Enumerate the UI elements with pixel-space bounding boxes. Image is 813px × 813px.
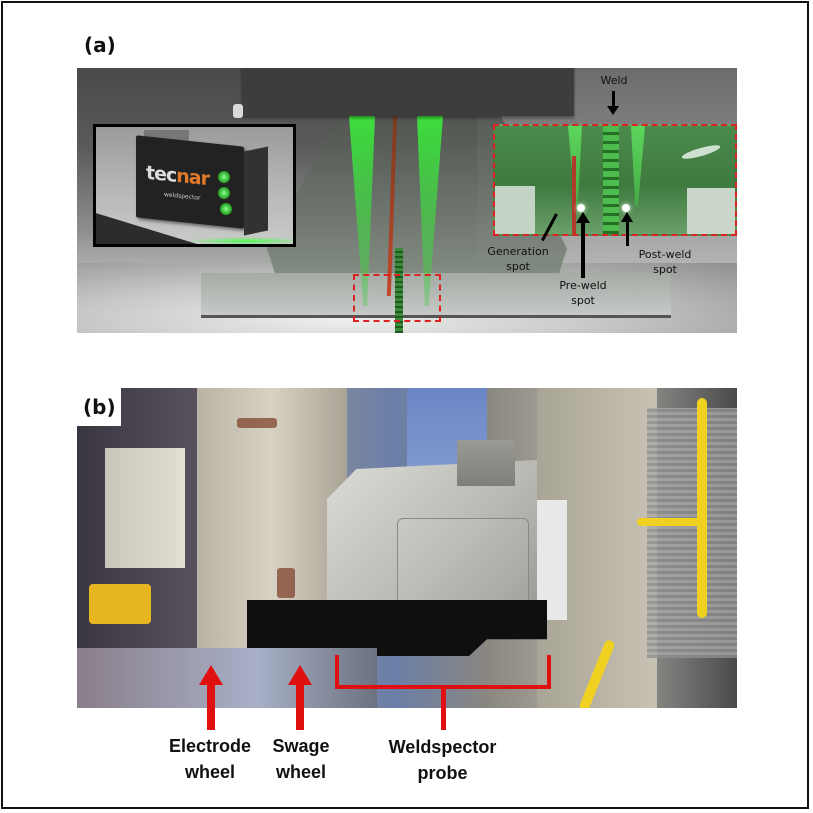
sensor-housing: [242, 68, 574, 116]
pre-weld-line2: spot: [571, 294, 595, 307]
electrode-wheel-arrow: [199, 665, 223, 730]
rust-patch: [237, 418, 277, 428]
brand-prefix: tec: [146, 161, 177, 187]
machine-left-block: [105, 448, 185, 568]
weld-seam: [395, 248, 403, 333]
generation-beam-detail: [572, 156, 576, 234]
panel-b-photo: [77, 388, 737, 708]
lens-icon: [218, 171, 230, 183]
yellow-railing: [697, 398, 707, 618]
pre-weld-spot-marker: [577, 204, 585, 212]
swage-wheel-label: Swage wheel: [266, 733, 336, 785]
generation-spot-line2: spot: [506, 260, 530, 273]
weld-label: Weld: [600, 74, 628, 87]
weldspector-probe-brace: [335, 655, 551, 689]
brace-stem: [441, 686, 446, 730]
zoomed-detail-view: [493, 124, 737, 236]
pre-weld-spot-arrow: [581, 222, 585, 278]
panel-b-label: (b): [83, 395, 116, 419]
generation-spot-line1: Generation: [487, 245, 549, 258]
panel-b-label-bg: [77, 388, 121, 426]
zoom-region-marker: [353, 274, 441, 322]
lens-icon: [218, 187, 230, 199]
post-weld-spot-label: Post-weld spot: [630, 247, 700, 277]
swage-line1: Swage: [272, 736, 330, 756]
swage-wheel-arrow: [288, 665, 312, 730]
weldspector-line1: Weldspector: [388, 737, 497, 757]
post-weld-line2: spot: [653, 263, 677, 276]
post-weld-spot-arrow: [626, 222, 629, 246]
swage-line2: wheel: [275, 762, 327, 782]
arrow-head-icon: [607, 106, 619, 115]
yellow-junction-box: [89, 584, 151, 624]
floor-grating: [647, 408, 737, 658]
yellow-railing: [637, 518, 701, 526]
brand-accent: nar: [176, 164, 209, 191]
pre-weld-spot-label: Pre-weld spot: [553, 278, 613, 308]
electrode-line2: wheel: [184, 762, 236, 782]
electrode-wheel-label: Electrode wheel: [160, 733, 260, 785]
arrow-head-icon: [621, 212, 633, 222]
machine-lower-area: [77, 648, 377, 708]
panel-a-label: (a): [80, 33, 120, 57]
fixture-left: [495, 186, 535, 234]
fixture-right: [687, 188, 735, 234]
weld-arrow: [612, 91, 615, 109]
pre-weld-line1: Pre-weld: [559, 279, 607, 292]
inset-sensor-photo: tecnar weldspector: [93, 124, 296, 247]
electrode-line1: Electrode: [168, 736, 252, 756]
weld-seam-detail: [603, 126, 619, 234]
workpiece-slab: [201, 273, 671, 315]
post-weld-line1: Post-weld: [638, 248, 692, 261]
weldspector-line2: probe: [417, 763, 468, 783]
sensor-box-side: [244, 146, 268, 236]
generation-spot-label: Generation spot: [478, 244, 558, 274]
rust-patch: [277, 568, 295, 598]
glare: [680, 142, 722, 162]
laser-glow: [186, 237, 293, 244]
probe-access-panel: [397, 518, 529, 610]
panel-a-render: [77, 68, 737, 333]
probe-connector: [457, 440, 515, 486]
post-weld-spot-marker: [622, 204, 630, 212]
lens-icon: [220, 203, 232, 215]
arrow-head-icon: [576, 212, 590, 223]
post-weld-beam-detail: [631, 126, 645, 206]
weldspector-probe-label: Weldspector probe: [375, 734, 510, 786]
housing-knob: [233, 104, 243, 118]
